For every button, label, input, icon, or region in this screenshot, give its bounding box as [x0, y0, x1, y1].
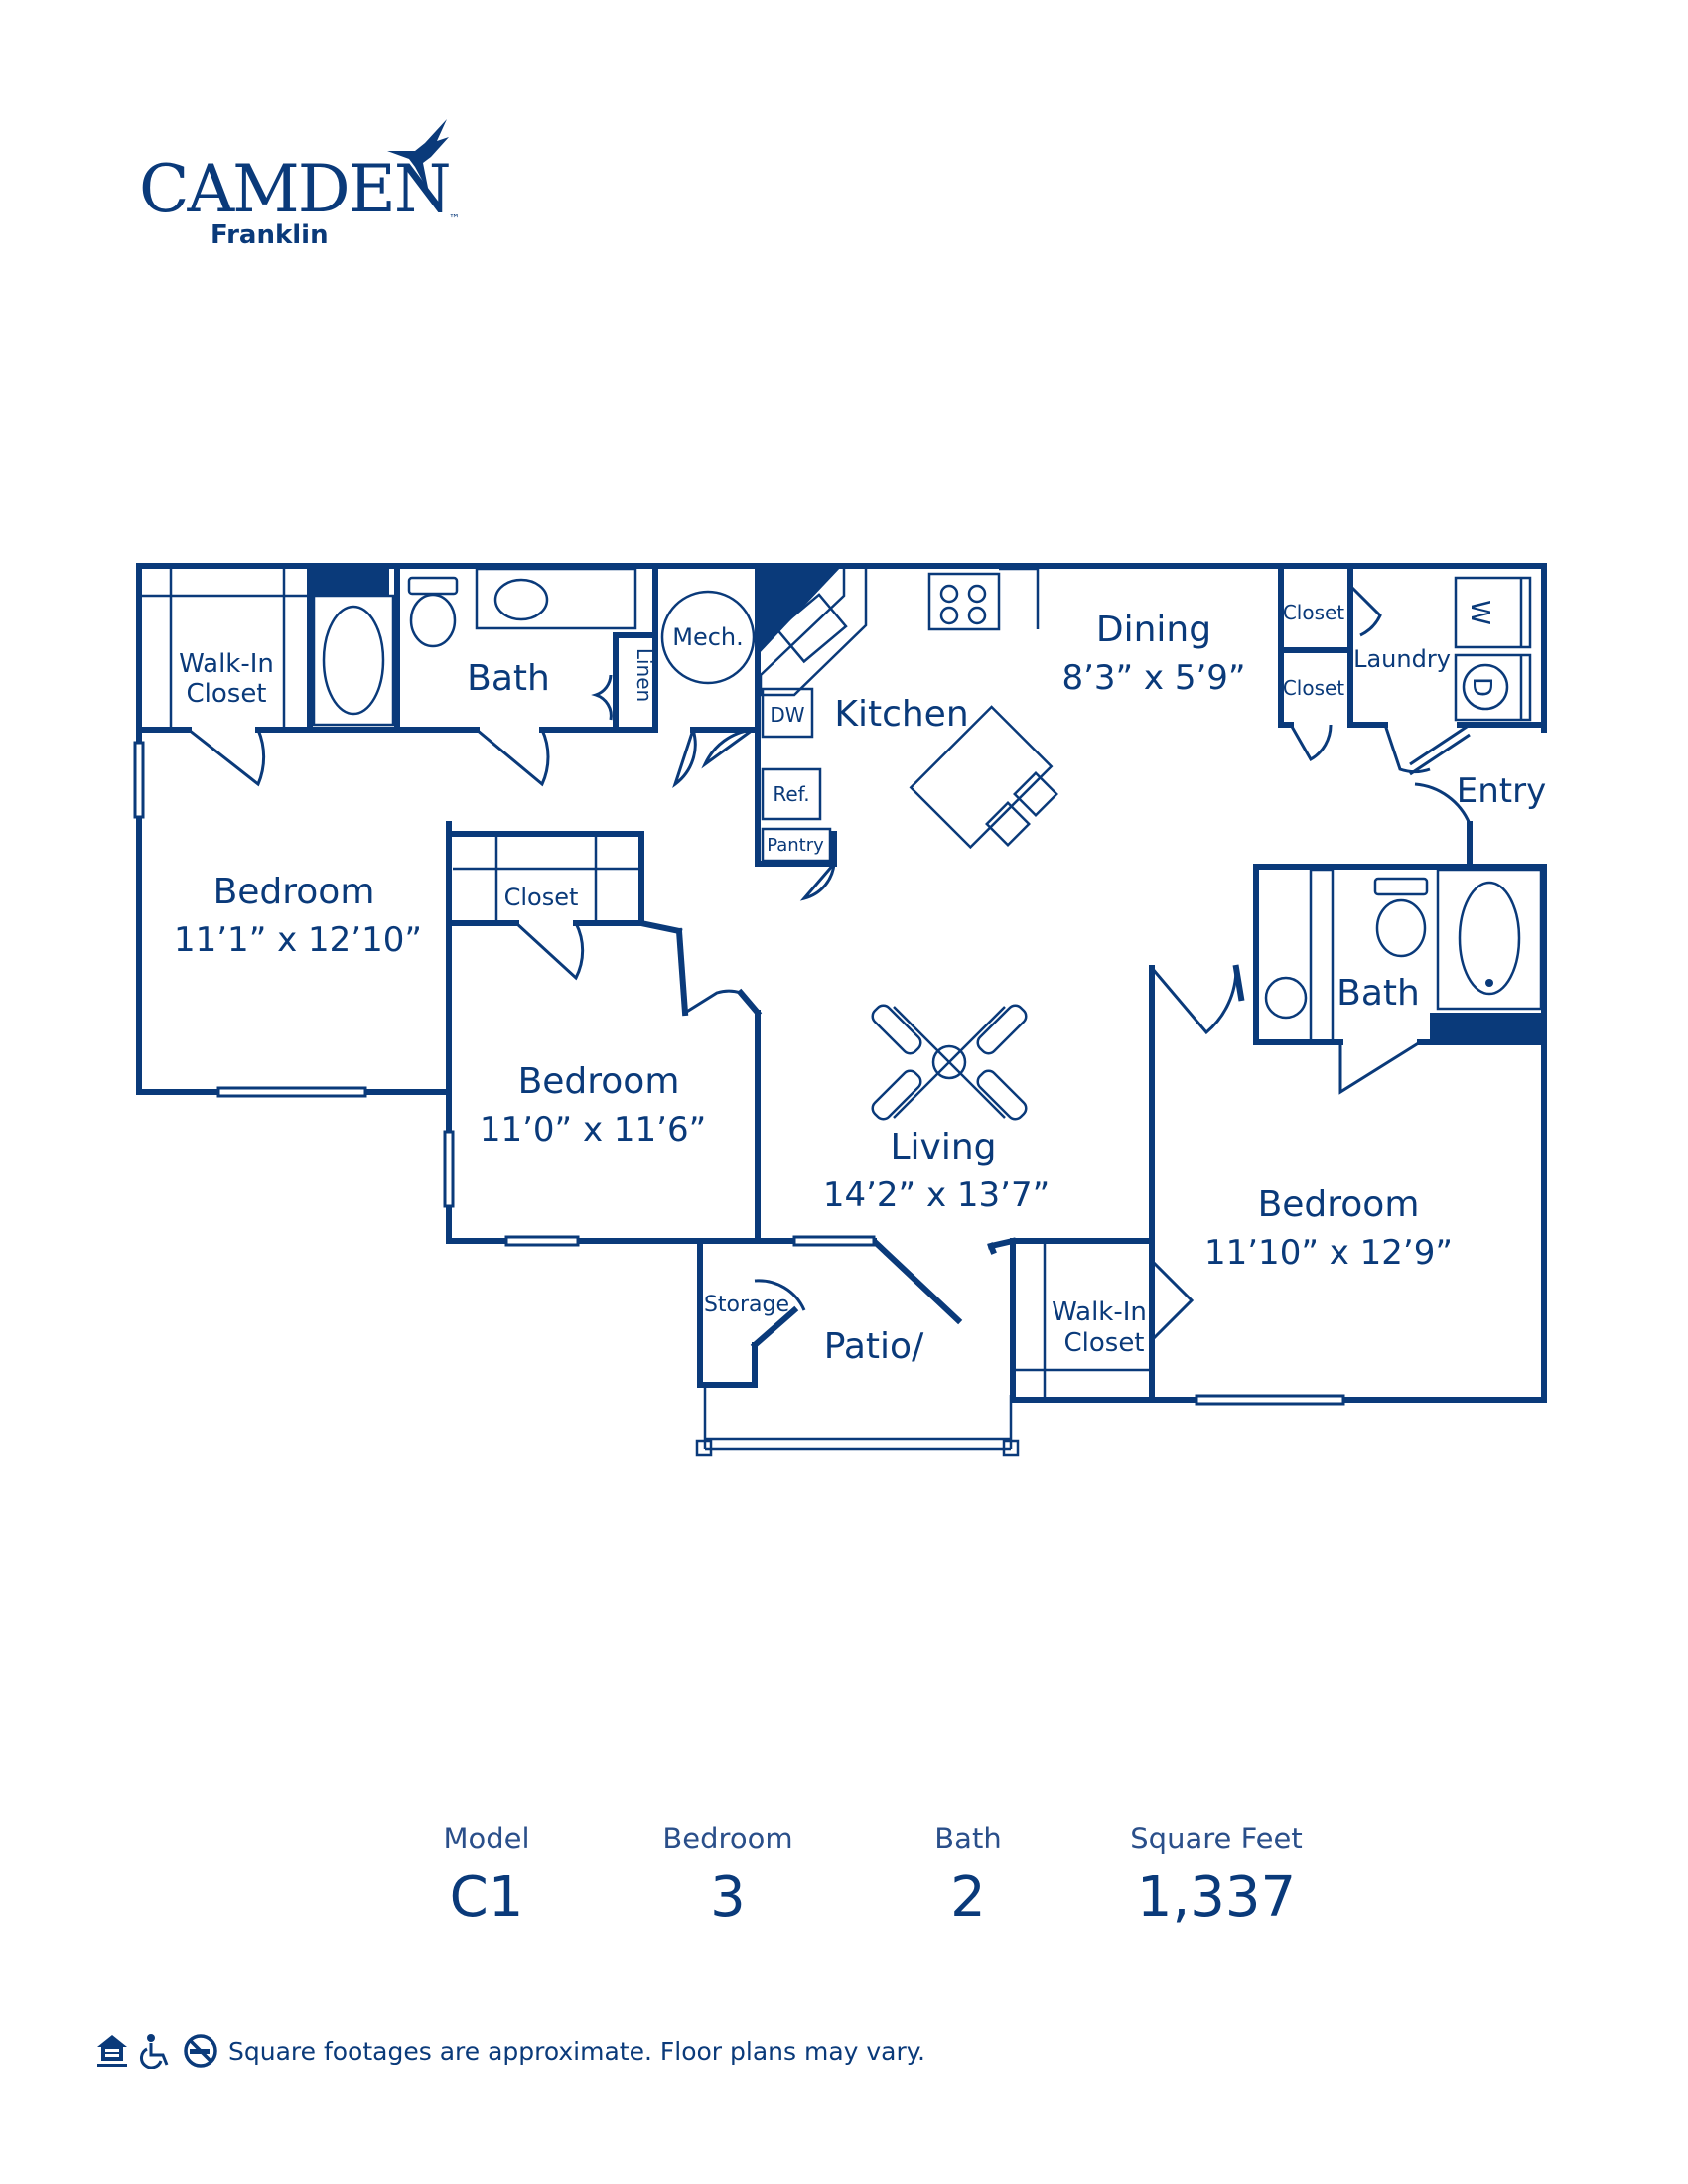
- bath-count-label: Bath: [934, 1822, 1002, 1855]
- bedroom-dims-2: 11’0” x 11’6”: [480, 1110, 706, 1150]
- model-label: Model: [443, 1822, 530, 1855]
- dining-label: Dining: [1096, 610, 1211, 650]
- living-label: Living: [890, 1127, 996, 1167]
- mech-label: Mech.: [672, 623, 744, 651]
- linen-label: Linen: [633, 648, 656, 702]
- walk-in-line-4: Closet: [1063, 1328, 1144, 1358]
- living-dims: 14’2” x 13’7”: [823, 1175, 1050, 1215]
- footer: Square footages are approximate. Floor p…: [95, 2033, 989, 2073]
- hummingbird-icon: [387, 119, 449, 193]
- bedroom-dims-1: 11’1” x 12’10”: [174, 920, 422, 960]
- washer-label: W: [1465, 600, 1494, 625]
- disclaimer-text: Square footages are approximate. Floor p…: [228, 2037, 925, 2066]
- sqft-value: 1,337: [1136, 1865, 1297, 1930]
- closet-label-a: Closet: [1283, 601, 1344, 624]
- dining-dims: 8’3” x 5’9”: [1061, 658, 1245, 698]
- bedroom-count-label: Bedroom: [662, 1822, 793, 1855]
- bedroom-label-1: Bedroom: [213, 872, 375, 912]
- bedroom-label-3: Bedroom: [1258, 1184, 1420, 1225]
- dw-label: DW: [770, 703, 804, 727]
- bath-count-value: 2: [950, 1865, 986, 1930]
- bedroom-dims-3: 11’10” x 12’9”: [1204, 1233, 1453, 1273]
- dryer-label: D: [1467, 677, 1496, 697]
- walk-in-line-2: Closet: [186, 679, 266, 709]
- unit-stats: Model C1 Bedroom 3 Bath 2 Square Feet 1,…: [377, 1822, 1370, 1971]
- closet-label-b: Closet: [1283, 676, 1344, 700]
- no-smoking-icon: [184, 2034, 217, 2068]
- entry-label: Entry: [1457, 771, 1546, 811]
- sqft-label: Square Feet: [1130, 1822, 1303, 1855]
- wheelchair-icon: [139, 2034, 169, 2069]
- ref-label: Ref.: [773, 782, 809, 806]
- stat-model: Model C1: [377, 1822, 596, 1930]
- bedroom-label-2: Bedroom: [518, 1061, 680, 1102]
- bath-label-left: Bath: [467, 658, 550, 699]
- bath-label-right: Bath: [1336, 973, 1420, 1014]
- community-name: Franklin: [211, 220, 329, 250]
- stat-bath: Bath 2: [859, 1822, 1077, 1930]
- storage-label: Storage: [704, 1293, 789, 1317]
- brand-name: CAMDEN: [139, 151, 452, 227]
- bedroom-count-value: 3: [710, 1865, 746, 1930]
- trademark-mark: ™: [449, 212, 460, 225]
- brand-logo: CAMDEN ™ Franklin: [139, 117, 477, 266]
- closet-label-c: Closet: [504, 884, 579, 911]
- stat-sqft: Square Feet 1,337: [1107, 1822, 1326, 1930]
- equal-housing-icon: [97, 2035, 127, 2067]
- walk-in-line-3: Walk-In: [1052, 1297, 1147, 1327]
- patio-label: Patio/: [824, 1326, 924, 1367]
- laundry-label: Laundry: [1353, 645, 1451, 673]
- kitchen-label: Kitchen: [834, 694, 968, 735]
- walk-in-line-1: Walk-In: [179, 649, 274, 679]
- stat-bedroom: Bedroom 3: [619, 1822, 837, 1930]
- pantry-label: Pantry: [767, 835, 824, 856]
- model-value: C1: [449, 1865, 524, 1930]
